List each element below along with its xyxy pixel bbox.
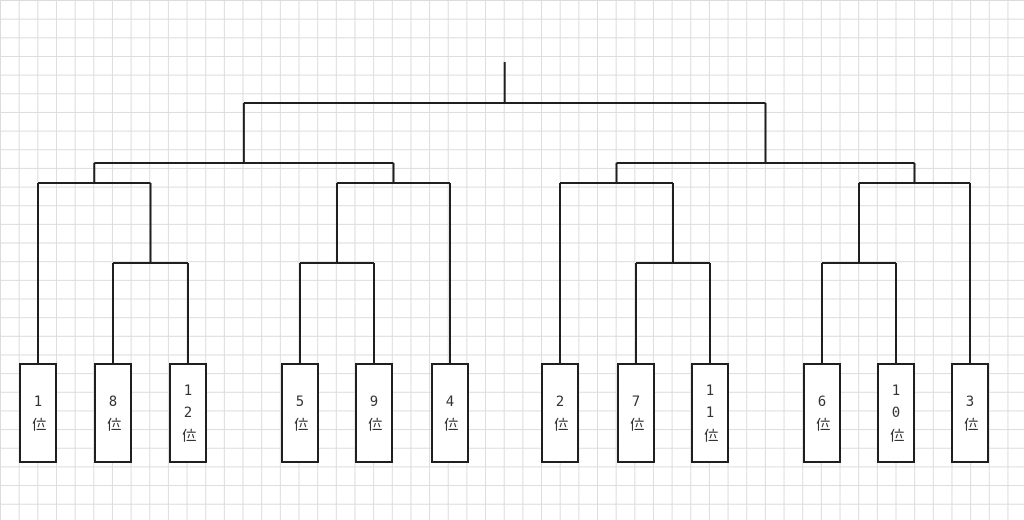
rank-kanji	[96, 413, 130, 435]
rank-kanji	[357, 413, 391, 435]
seed-digit: 8	[108, 394, 118, 410]
seed-digit: 9	[369, 394, 379, 410]
team-box: 5	[281, 363, 319, 463]
team-box: 6	[803, 363, 841, 463]
seed-digit: 1	[705, 383, 715, 399]
seed-digit: 4	[445, 394, 455, 410]
kanji-i-glyph	[368, 417, 382, 431]
seed-digit: 3	[965, 394, 975, 410]
rank-kanji	[21, 413, 55, 435]
rank-kanji	[805, 413, 839, 435]
team-box: 8	[94, 363, 132, 463]
seed-digit: 5	[295, 394, 305, 410]
rank-kanji	[953, 413, 987, 435]
team-box: 2	[541, 363, 579, 463]
kanji-i-glyph	[704, 428, 718, 442]
rank-kanji	[433, 413, 467, 435]
seed-digit: 0	[891, 405, 901, 421]
seed-digit: 2	[555, 394, 565, 410]
seed-digit: 7	[631, 394, 641, 410]
kanji-i-glyph	[294, 417, 308, 431]
kanji-i-glyph	[444, 417, 458, 431]
team-box: 1	[19, 363, 57, 463]
rank-kanji	[619, 413, 653, 435]
seed-digit: 1	[891, 383, 901, 399]
kanji-i-glyph	[182, 428, 196, 442]
kanji-i-glyph	[107, 417, 121, 431]
seed-digit: 6	[817, 394, 827, 410]
kanji-i-glyph	[32, 417, 46, 431]
seed-digit: 2	[183, 405, 193, 421]
rank-kanji	[171, 424, 205, 446]
rank-kanji	[693, 424, 727, 446]
kanji-i-glyph	[964, 417, 978, 431]
rank-kanji	[879, 424, 913, 446]
seed-digit: 1	[33, 394, 43, 410]
kanji-i-glyph	[816, 417, 830, 431]
team-box: 7	[617, 363, 655, 463]
seed-digit: 1	[183, 383, 193, 399]
rank-kanji	[283, 413, 317, 435]
team-box: 9	[355, 363, 393, 463]
kanji-i-glyph	[630, 417, 644, 431]
seed-digit: 1	[705, 405, 715, 421]
team-box: 4	[431, 363, 469, 463]
team-box: 3	[951, 363, 989, 463]
rank-kanji	[543, 413, 577, 435]
kanji-i-glyph	[890, 428, 904, 442]
kanji-i-glyph	[554, 417, 568, 431]
